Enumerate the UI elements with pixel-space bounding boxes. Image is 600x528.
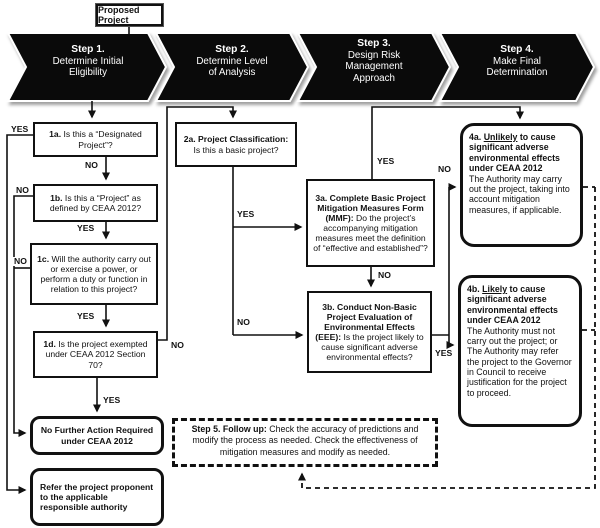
edge-label-yes-1c: YES (76, 311, 96, 321)
step1-text: Step 1. Determine Initial Eligibility (52, 44, 124, 79)
node-4a: 4a. Unlikely to cause significant advers… (460, 123, 583, 247)
node-no-further-action: No Further Action Required under CEAA 20… (30, 416, 164, 455)
node-1b: 1b. Is this a “Project” as defined by CE… (33, 184, 158, 222)
no-further-action-text: No Further Action Required under CEAA 20… (40, 425, 154, 446)
edge-label-yes-1b: YES (76, 223, 96, 233)
node-4a-body: The Authority may carry out the project,… (469, 173, 570, 215)
node-4b-title: to cause significant adverse environment… (467, 284, 558, 326)
edge-label-yes-1a: YES (10, 124, 30, 134)
edge-label-no-3b: NO (437, 164, 452, 174)
step-chevrons (6, 32, 596, 102)
edge-label-yes-3b: YES (434, 348, 454, 358)
node-refer-authority: Refer the project proponent to the appli… (30, 468, 164, 526)
edge-label-no-1c: NO (13, 256, 28, 266)
step2-text: Step 2. Determine Level of Analysis (196, 44, 268, 79)
node-3b-prefix: 3b. Conduct Non-Basic Project Evaluation… (315, 301, 417, 342)
edge-followup-trunk (302, 187, 596, 489)
step1-chevron (6, 32, 168, 102)
node-3a-question: Do the project’s accompanying mitigation… (313, 212, 428, 254)
step3-chevron (296, 32, 452, 102)
edge-label-no-1d: NO (170, 340, 185, 350)
node-1c: 1c. Will the authority carry out or exer… (30, 243, 158, 305)
step5-text: Check the accuracy of predictions and mo… (192, 424, 419, 457)
refer-authority-text: Refer the project proponent to the appli… (40, 481, 154, 513)
node-1d: 1d. Is the project exempted under CEAA 2… (33, 331, 158, 378)
edge-label-yes-2a: YES (236, 209, 256, 219)
node-3a-prefix: 3a. Complete Basic Project Mitigation Me… (315, 192, 426, 223)
node-1a: 1a. Is this a “Designated Project”? (33, 122, 158, 157)
node-4a-underline: Unlikely (483, 132, 518, 142)
node-2a-question: Is this a basic project? (193, 144, 279, 155)
node-2a: 2a. Project Classification: Is this a ba… (175, 122, 297, 167)
dashed-connectors (298, 186, 596, 489)
node-1b-question: Is this a “Project” as defined by CEAA 2… (49, 192, 142, 213)
node-1d-prefix: 1d. (43, 339, 56, 350)
start-label: Proposed Project (98, 5, 140, 25)
node-1c-question: Will the authority carry out or exercise… (40, 253, 151, 295)
solid-connectors (6, 26, 524, 494)
step5-prefix: Step 5. Follow up: (191, 424, 267, 434)
node-4b: 4b. Likely to cause significant adverse … (458, 275, 582, 427)
step3-text: Step 3. Design Risk Management Approach (345, 38, 403, 84)
edge-3a-4a (371, 106, 524, 179)
node-1c-prefix: 1c. (37, 253, 50, 264)
node-3a: 3a. Complete Basic Project Mitigation Me… (306, 179, 435, 267)
step4-chevron (438, 32, 596, 102)
node-3b-question: Is the project likely to cause significa… (321, 332, 424, 363)
node-4b-underline: Likely (482, 284, 508, 294)
edge-1a-refer (6, 134, 33, 494)
edge-label-yes-3a: YES (376, 156, 396, 166)
node-4b-body: The Authority must not carry out the pro… (467, 325, 572, 398)
node-4a-title: to cause significant adverse environment… (469, 132, 560, 174)
edge-label-no-1a: NO (84, 160, 99, 170)
node-3b: 3b. Conduct Non-Basic Project Evaluation… (307, 291, 432, 373)
node-1a-prefix: 1a. (49, 129, 62, 140)
node-1d-question: Is the project exempted under CEAA 2012 … (45, 339, 148, 370)
step4-text: Step 4. Make Final Determination (486, 44, 548, 79)
edge-label-no-3a: NO (377, 270, 392, 280)
node-1b-prefix: 1b. (50, 192, 63, 203)
node-4a-prefix: 4a. (469, 132, 484, 142)
edge-label-no-1b: NO (15, 185, 30, 195)
edge-1d-2a (158, 106, 237, 341)
start-node: Proposed Project (95, 3, 164, 27)
node-1a-question: Is this a “Designated Project”? (61, 129, 142, 150)
step2-chevron (154, 32, 310, 102)
edge-label-no-2a: NO (236, 317, 251, 327)
edge-label-yes-1d: YES (102, 395, 122, 405)
node-4b-prefix: 4b. (467, 284, 483, 294)
edge-1b-noaction (13, 195, 33, 437)
node-2a-prefix: 2a. Project Classification: (183, 134, 289, 145)
node-step5-followup: Step 5. Follow up: Check the accuracy of… (172, 418, 438, 467)
